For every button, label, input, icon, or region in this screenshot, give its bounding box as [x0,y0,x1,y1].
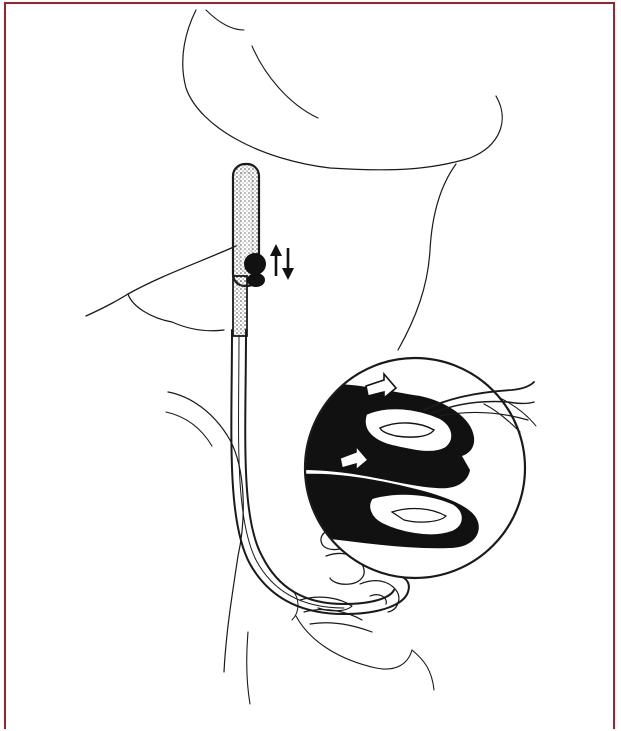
head-outline [183,10,502,170]
up-down-arrows-icon [270,244,294,280]
jaw-outline [86,246,236,331]
perforated-tube-tip [233,164,259,336]
